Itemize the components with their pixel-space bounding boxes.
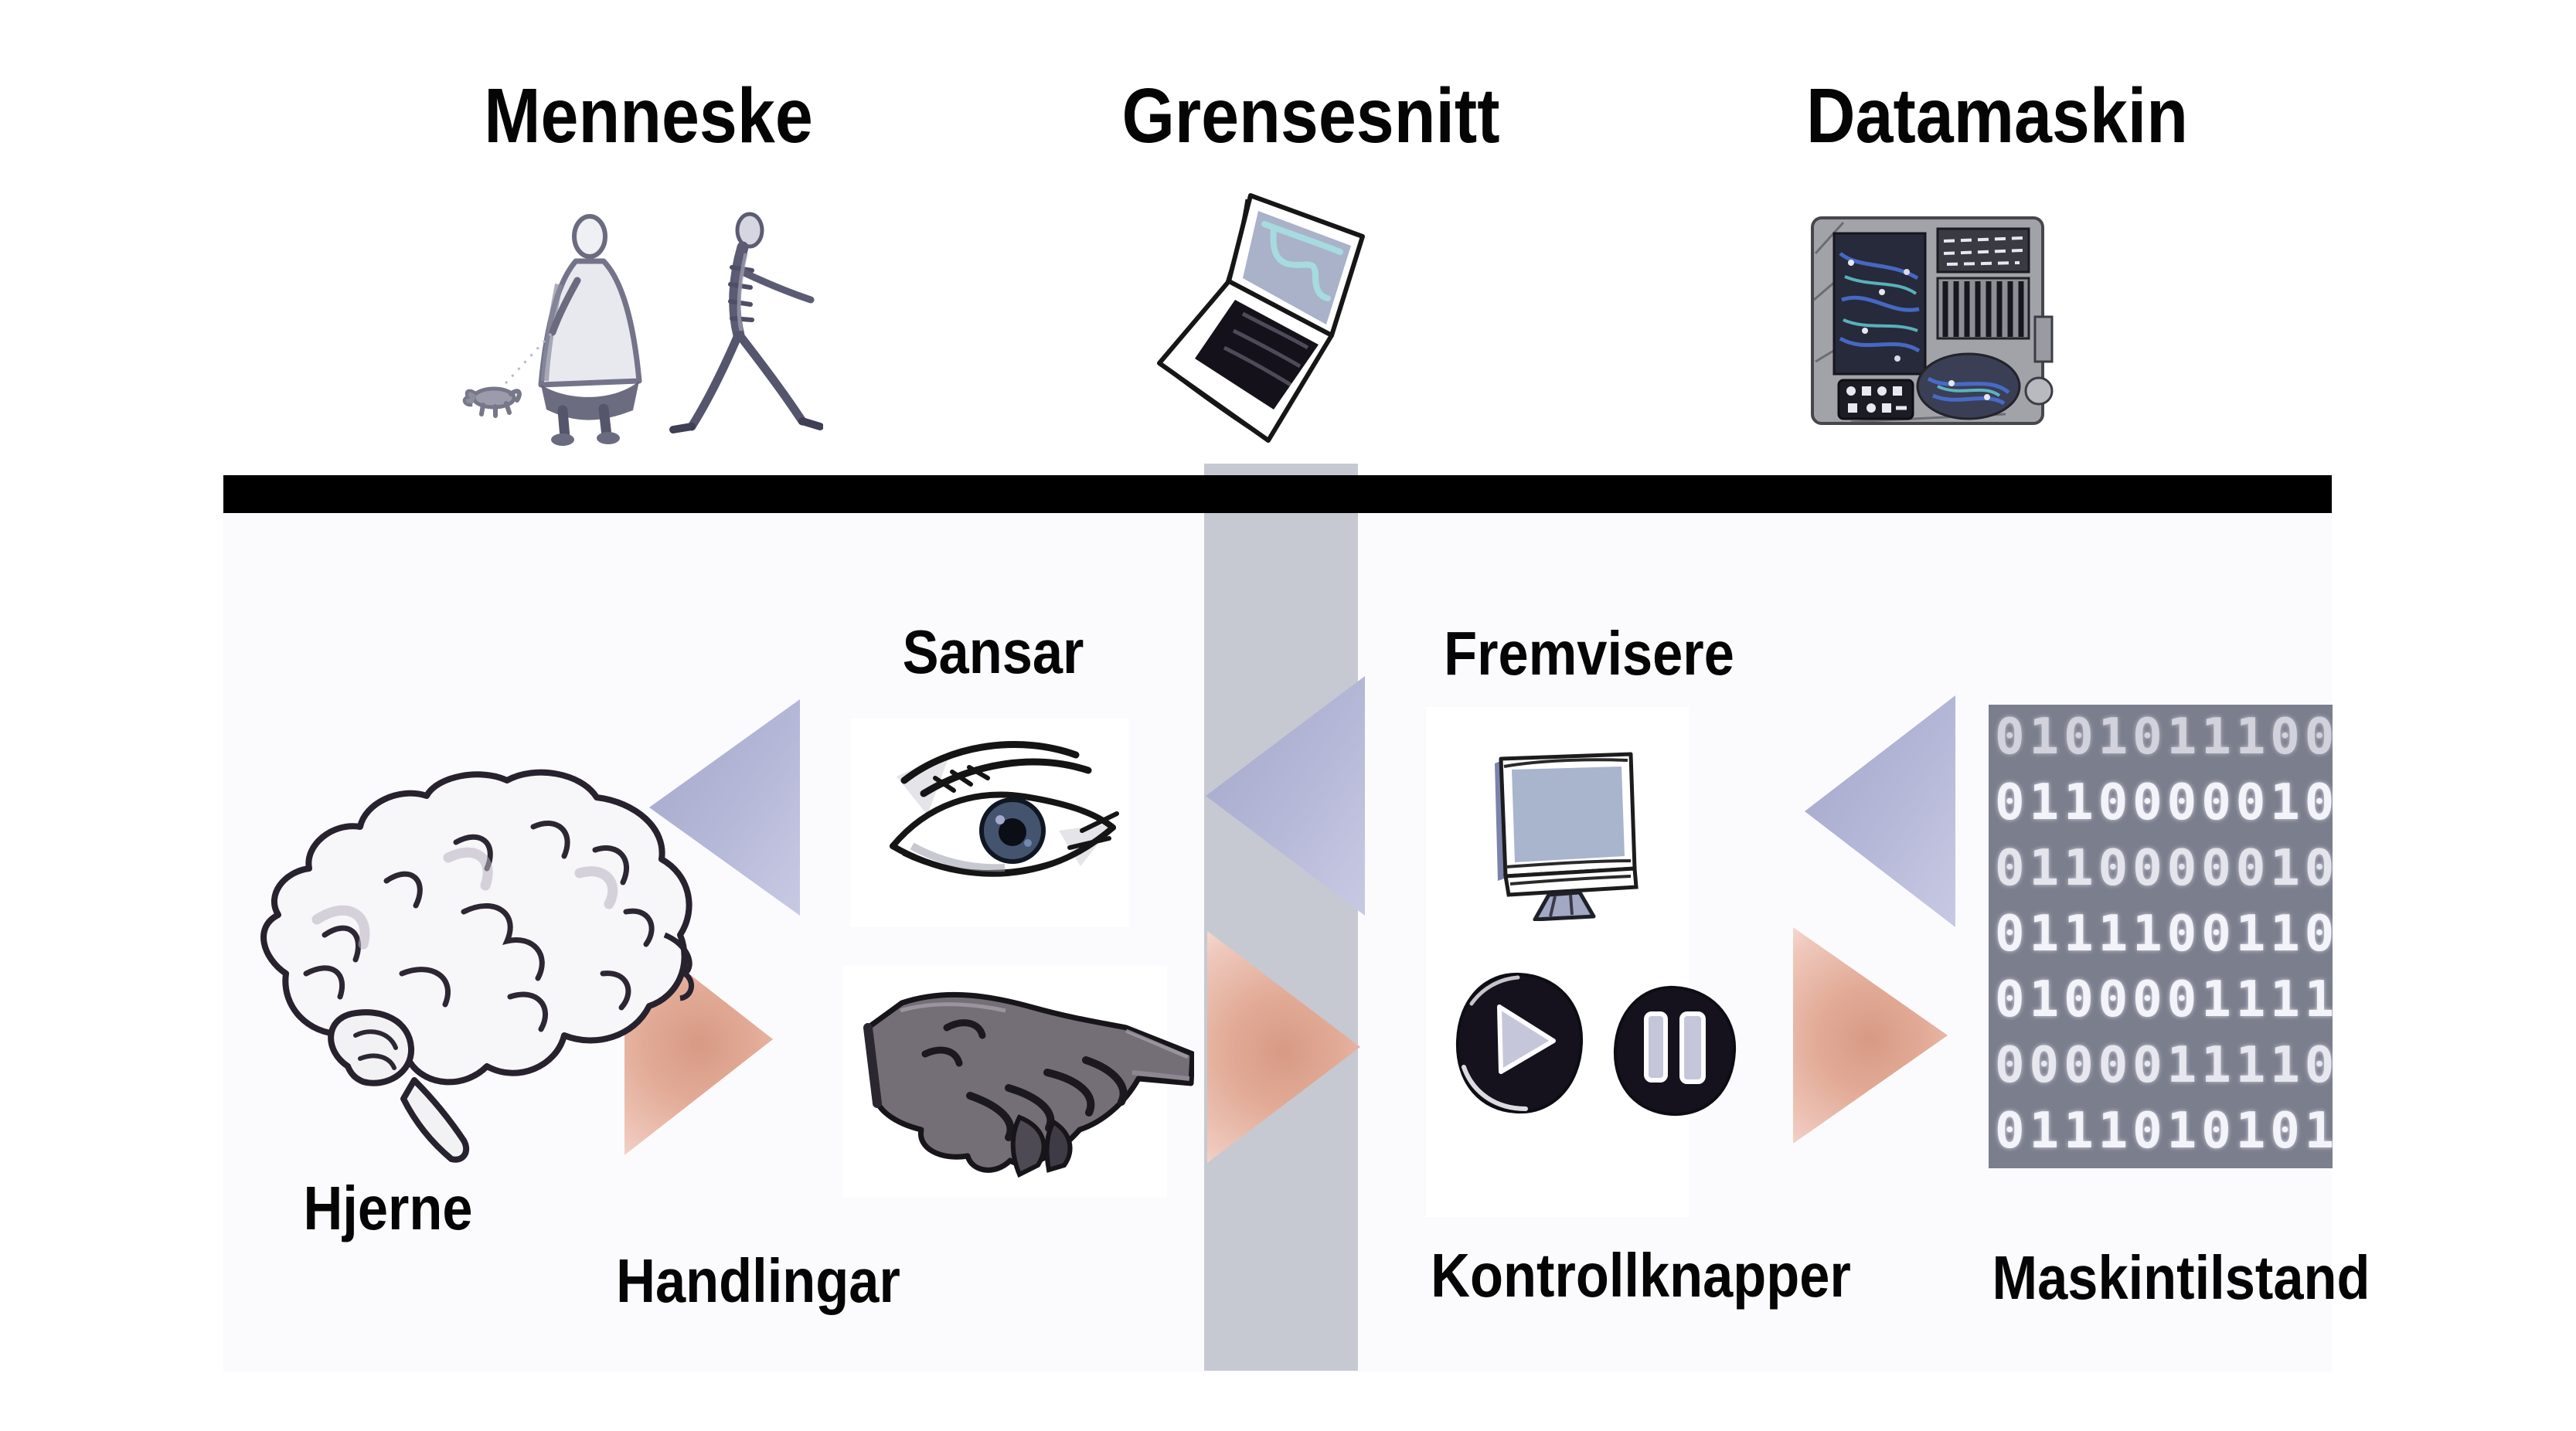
laptop-icon xyxy=(1157,193,1365,443)
title-interface: Grensesnitt xyxy=(1096,73,1526,158)
title-interface-text: Grensesnitt xyxy=(1121,73,1500,159)
dog-sketch xyxy=(462,386,522,418)
label-controls-text: Kontrollknapper xyxy=(1431,1241,1851,1310)
binary-row: 0110000010 xyxy=(1995,840,2333,897)
binary-row: 0110000010 xyxy=(1995,774,2333,831)
divider-bar xyxy=(223,475,2332,513)
binary-row: 0111010101 xyxy=(1995,1103,2333,1160)
label-brain-text: Hjerne xyxy=(303,1174,473,1242)
title-human-text: Menneske xyxy=(484,73,813,159)
monitor-screen xyxy=(1512,766,1625,862)
label-displays-text: Fremvisere xyxy=(1444,619,1734,688)
label-actions: Handlingar xyxy=(597,1246,920,1317)
title-computer-text: Datamaskin xyxy=(1805,73,2189,159)
label-machine-state: Maskintilstand xyxy=(1966,1242,2396,1314)
label-displays: Fremvisere xyxy=(1424,618,1754,689)
label-actions-text: Handlingar xyxy=(616,1246,900,1315)
eye-icon xyxy=(890,741,1119,877)
binary-row: 0111100110 xyxy=(1995,906,2333,963)
walking-people-icon xyxy=(462,212,823,446)
binary-row: 0101011100 xyxy=(1995,709,2333,766)
binary-row: 0000011110 xyxy=(1995,1037,2333,1094)
brain-icon xyxy=(260,769,694,1163)
binary-row: 0100001111 xyxy=(1995,971,2333,1028)
play-button-icon xyxy=(1455,972,1584,1114)
interface-column xyxy=(1204,464,1358,1371)
machine-state-binary-panel: 0101011100 0110000010 0110000010 0111100110… xyxy=(1989,705,2333,1168)
label-senses: Sansar xyxy=(890,617,1097,688)
pause-button-icon xyxy=(1613,985,1737,1117)
label-brain: Hjerne xyxy=(292,1173,485,1244)
monitor-icon xyxy=(1495,752,1638,921)
title-computer: Datamaskin xyxy=(1780,73,2214,158)
pointing-hand-icon xyxy=(863,991,1194,1178)
label-controls: Kontrollknapper xyxy=(1402,1240,1880,1311)
label-senses-text: Sansar xyxy=(902,617,1084,686)
mainframe-computer-icon xyxy=(1811,216,2054,425)
label-machine-state-text: Maskintilstand xyxy=(1992,1243,2370,1312)
title-human: Menneske xyxy=(461,73,835,158)
